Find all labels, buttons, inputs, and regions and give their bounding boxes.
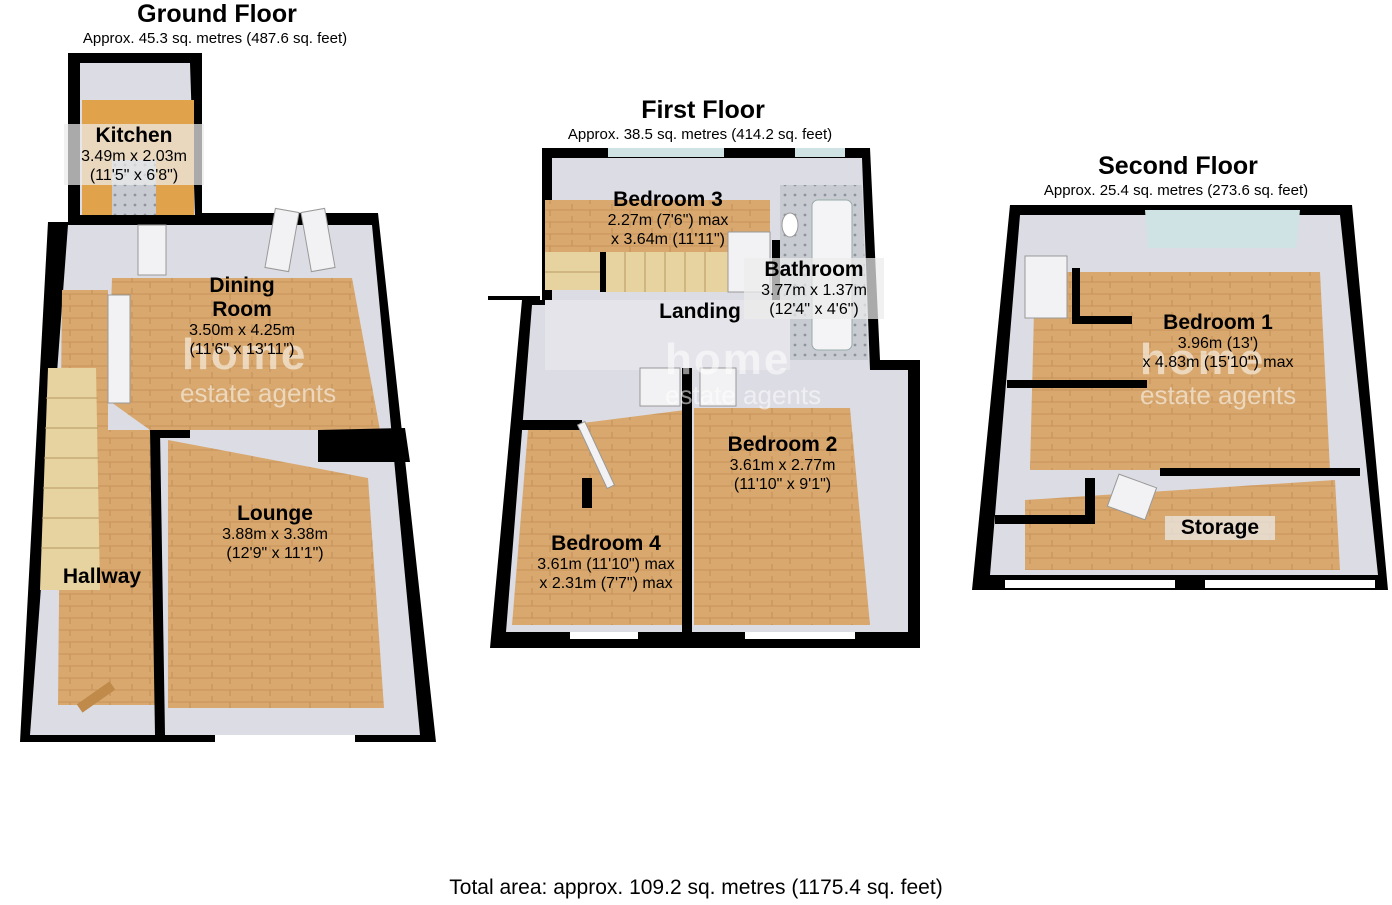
- storage-window: [1005, 580, 1175, 588]
- bedroom4-wall-notch: [522, 420, 582, 430]
- hallway-label: Hallway: [50, 565, 154, 589]
- bathroom-dim-imperial: (12'4" x 4'6"): [744, 300, 884, 319]
- bedroom1-dim-2: x 4.83m (15'10") max: [1142, 353, 1294, 371]
- second-floor-area: Approx. 25.4 sq. metres (273.6 sq. feet): [1043, 182, 1309, 199]
- bathroom-window: [795, 148, 845, 157]
- watermark-first: home: [665, 335, 791, 384]
- ground-floor-title: Ground Floor: [137, 0, 297, 28]
- cupboard-wall-bottom: [1072, 316, 1132, 324]
- storage-window-right: [1205, 580, 1375, 588]
- hallway-door: [107, 294, 131, 404]
- bedroom2-floor: [694, 408, 870, 625]
- bedroom4-floor: [512, 410, 685, 625]
- watermark-ground: home: [182, 330, 308, 379]
- dormer-window: [1145, 210, 1300, 248]
- watermark-ground-sub: estate agents: [180, 378, 337, 408]
- lounge-dim-metric: 3.88m x 3.38m: [222, 526, 328, 544]
- kitchen-name: Kitchen: [64, 124, 204, 149]
- bedroom1-dim-1: 3.96m (13'): [1177, 335, 1259, 353]
- patio-door-left: [264, 207, 300, 273]
- bedroom2-dim-metric: 3.61m x 2.77m: [729, 457, 836, 475]
- lounge-name: Lounge: [237, 502, 313, 525]
- watermark-first-sub: estate agents: [665, 380, 822, 410]
- dining-room-name-2: Room: [212, 298, 272, 322]
- first-stairs: [545, 252, 730, 292]
- bedroom4-dim-2: x 2.31m (7'7") max: [539, 574, 673, 592]
- ground-stairs: [40, 368, 100, 590]
- front-door: [76, 681, 116, 713]
- bedroom3-dim-1: 2.27m (7'6") max: [607, 212, 729, 230]
- ground-floor-plan: [20, 53, 436, 742]
- dining-room-dim-metric: 3.50m x 4.25m: [189, 322, 295, 340]
- ground-floor-area: Approx. 45.3 sq. metres (487.6 sq. feet): [82, 30, 348, 47]
- second-floor-plan: [972, 205, 1388, 590]
- lounge-dim-imperial: (12'9" x 11'1"): [226, 544, 324, 562]
- kitchen-dim-metric: 3.49m x 2.03m: [64, 148, 204, 167]
- landing-name: Landing: [659, 300, 741, 323]
- second-floor-title: Second Floor: [1098, 152, 1258, 180]
- bedroom2-label: Bedroom 2 3.61m x 2.77m (11'10" x 9'1"): [700, 433, 865, 494]
- storage-door: [1106, 473, 1158, 521]
- bedroom1-name: Bedroom 1: [1163, 311, 1273, 334]
- bathroom-dim-metric: 3.77m x 1.37m: [744, 282, 884, 301]
- bedroom2-dim-imperial: (11'10" x 9'1"): [733, 475, 832, 493]
- dining-room-label: Dining Room 3.50m x 4.25m (11'6" x 13'11…: [172, 274, 312, 359]
- bedroom2-name: Bedroom 2: [727, 433, 838, 456]
- chimney-breast: [318, 428, 410, 462]
- bedroom2-door-right: [699, 367, 737, 407]
- bedroom1-label: Bedroom 1 3.96m (13') x 4.83m (15'10") m…: [1120, 311, 1316, 372]
- dining-floor: [108, 278, 380, 430]
- storage-left-wall: [995, 478, 1095, 524]
- bedroom4-cupboard-wall: [582, 478, 592, 508]
- watermark-second: home: [1140, 335, 1266, 384]
- bedroom3-window: [608, 148, 724, 157]
- kitchen-label: Kitchen 3.49m x 2.03m (11'5" x 6'8"): [64, 124, 204, 185]
- bedroom-partition: [682, 368, 692, 633]
- bedroom4-door: [576, 420, 616, 490]
- bedroom4-dim-1: 3.61m (11'10") max: [537, 556, 675, 574]
- bedroom4-label: Bedroom 4 3.61m (11'10") max x 2.31m (7'…: [517, 532, 695, 593]
- toilet: [781, 212, 799, 238]
- landing-label: Landing: [645, 300, 755, 324]
- lounge-top-partition: [160, 430, 190, 438]
- hallway-name: Hallway: [62, 565, 142, 588]
- bedroom2-window: [745, 632, 855, 639]
- bedroom1-door: [1024, 255, 1068, 319]
- lounge-floor: [168, 440, 384, 708]
- dining-door: [137, 224, 167, 276]
- landing-step-wall: [1007, 380, 1147, 388]
- bedroom4-name: Bedroom 4: [551, 532, 661, 555]
- bedroom3-name: Bedroom 3: [613, 188, 723, 211]
- lounge-window: [215, 735, 355, 742]
- kitchen-dim-imperial: (11'5" x 6'8"): [64, 166, 204, 185]
- hallway-lounge-partition: [150, 430, 165, 735]
- lounge-label: Lounge 3.88m x 3.38m (12'9" x 11'1"): [200, 502, 350, 563]
- landing-floor: [545, 300, 790, 370]
- bedroom4-window: [570, 632, 638, 639]
- bathroom-label: Bathroom 3.77m x 1.37m (12'4" x 4'6"): [744, 258, 884, 319]
- bedroom3-dim-2: x 3.64m (11'11"): [611, 230, 725, 248]
- patio-door-right: [300, 207, 336, 273]
- storage-name: Storage: [1165, 516, 1275, 541]
- dining-room-dim-imperial: (11'6" x 13'11"): [189, 340, 295, 358]
- dining-room-name-1: Dining: [209, 274, 275, 297]
- storage-partition: [1160, 468, 1360, 476]
- bedroom3-label: Bedroom 3 2.27m (7'6") max x 3.64m (11'1…: [583, 188, 753, 249]
- stair-rail: [600, 252, 606, 292]
- total-area: Total area: approx. 109.2 sq. metres (11…: [449, 876, 943, 899]
- bathroom-name: Bathroom: [744, 258, 884, 283]
- first-floor-area: Approx. 38.5 sq. metres (414.2 sq. feet): [567, 126, 833, 143]
- bedroom2-door: [639, 367, 681, 407]
- storage-label: Storage: [1165, 516, 1275, 541]
- first-floor-title: First Floor: [641, 96, 765, 124]
- watermark-second-sub: estate agents: [1140, 380, 1297, 410]
- cupboard-wall: [1072, 268, 1080, 318]
